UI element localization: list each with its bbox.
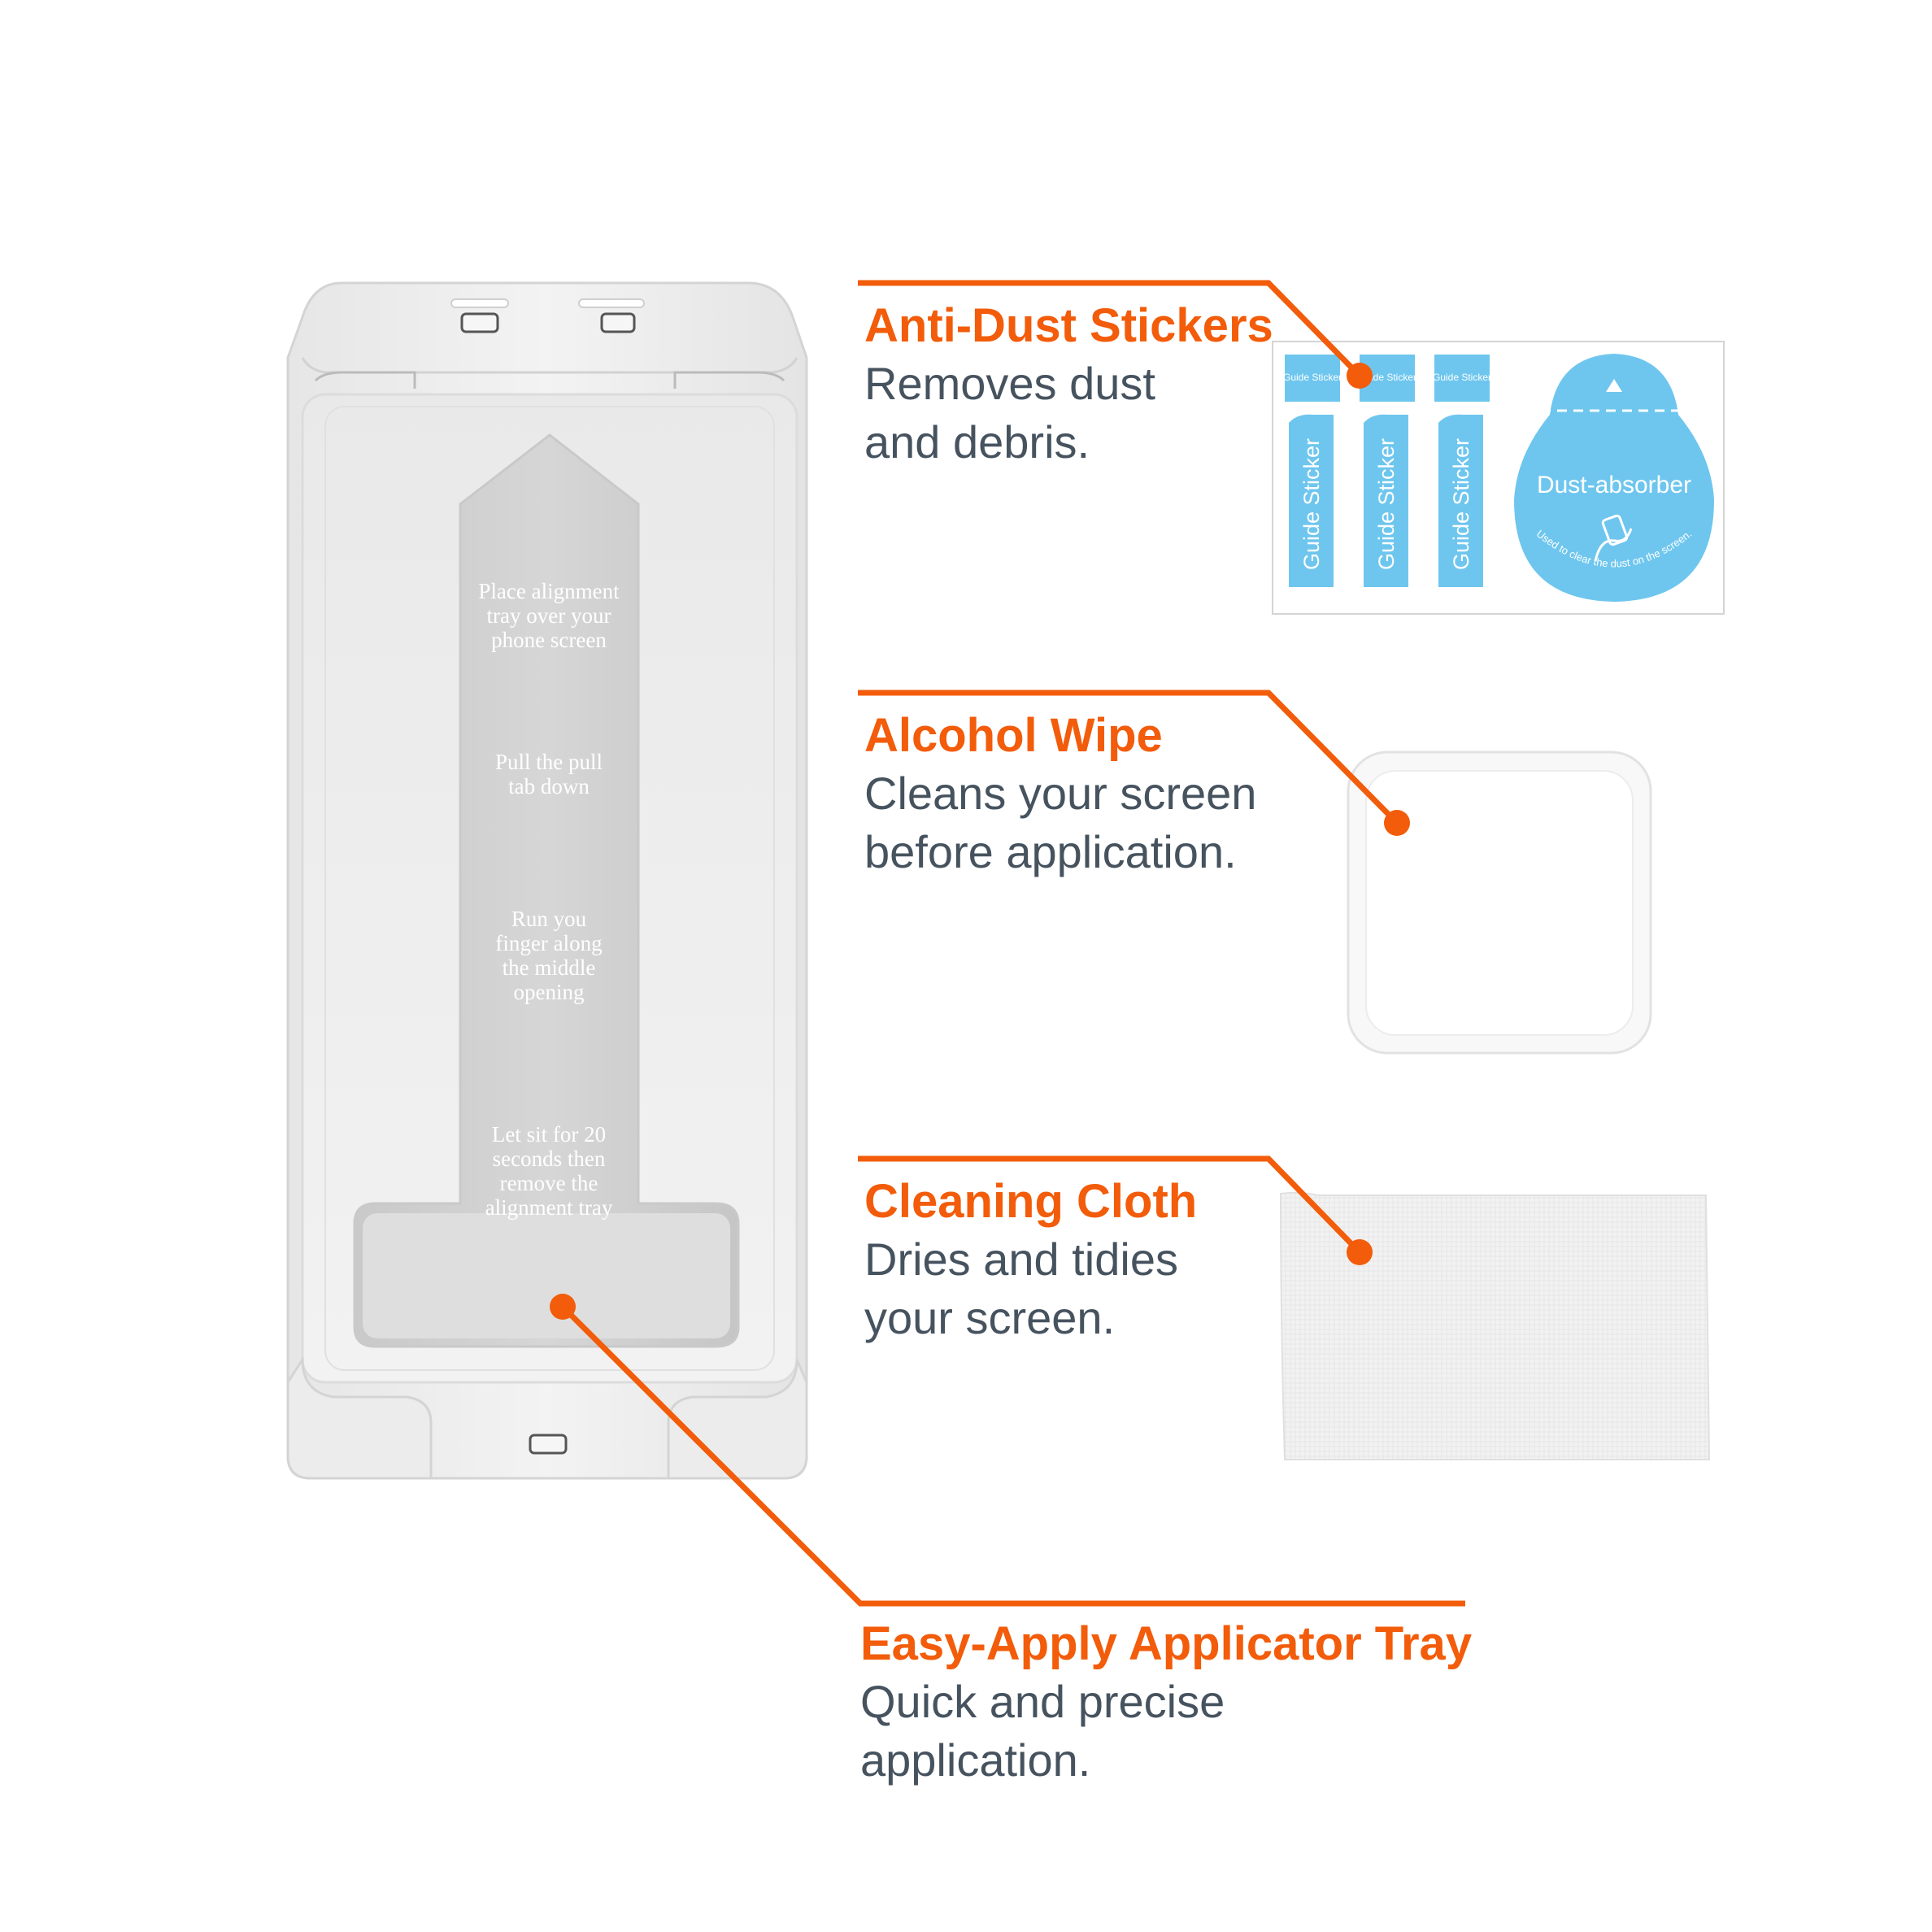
svg-text:Guide Sticker: Guide Sticker — [1283, 372, 1342, 383]
callout-line-anti-dust — [858, 280, 1362, 378]
hand-icon — [1594, 514, 1633, 562]
svg-text:Guide Sticker: Guide Sticker — [1358, 372, 1416, 383]
applicator-tray-desc-line-1: Quick and precise — [860, 1676, 1225, 1727]
callout-dot-anti-dust — [1347, 363, 1373, 389]
applicator-tray-desc-line-2: application. — [860, 1734, 1091, 1786]
svg-text:Guide Sticker: Guide Sticker — [1433, 372, 1491, 383]
callout-dot-alcohol-wipe — [1384, 810, 1410, 836]
svg-text:Guide Sticker: Guide Sticker — [1449, 438, 1473, 570]
callout-dot-applicator-tray — [550, 1294, 576, 1320]
guide-sticker-strip-2: Guide Sticker — [1364, 414, 1408, 587]
anti-dust-stickers-desc-line-1: Removes dust — [864, 358, 1155, 409]
guide-sticker-tab-3: Guide Sticker — [1433, 355, 1491, 402]
alcohol-wipe-desc-line-2: before application. — [864, 826, 1237, 877]
svg-text:Guide Sticker: Guide Sticker — [1374, 438, 1399, 570]
callout-dot-cleaning-cloth — [1347, 1239, 1373, 1265]
callout-line-cleaning-cloth — [858, 1155, 1362, 1255]
dust-absorber-sticker: Dust-absorber Used to clear the dust on … — [1514, 354, 1714, 602]
cleaning-cloth-desc-line-1: Dries and tidies — [864, 1234, 1178, 1285]
svg-text:Guide Sticker: Guide Sticker — [1299, 438, 1324, 570]
triangle-icon — [1606, 379, 1622, 392]
applicator-tray-title: Easy-Apply Applicator Tray — [860, 1617, 1473, 1670]
anti-dust-stickers-title: Anti-Dust Stickers — [864, 299, 1273, 352]
guide-sticker-tab-1: Guide Sticker — [1283, 355, 1342, 402]
alcohol-wipe-title: Alcohol Wipe — [864, 709, 1163, 762]
guide-sticker-strip-1: Guide Sticker — [1289, 414, 1334, 587]
tray-instruction-2: Pull the pull tab down — [494, 750, 603, 798]
guide-sticker-strip-3: Guide Sticker — [1438, 414, 1483, 587]
tray-instruction-4: Let sit for 20 seconds then remove the a… — [485, 1122, 613, 1220]
tray-instruction-3: Run you finger along the middle opening — [495, 907, 603, 1004]
tray-instruction-1: Place alignment tray over your phone scr… — [478, 579, 620, 652]
callout-line-alcohol-wipe — [858, 690, 1399, 825]
svg-text:Dust-absorber: Dust-absorber — [1537, 472, 1691, 498]
cleaning-cloth-title: Cleaning Cloth — [864, 1175, 1198, 1228]
callout-line-applicator-tray — [560, 1304, 1465, 1607]
anti-dust-stickers-desc-line-2: and debris. — [864, 416, 1090, 468]
cleaning-cloth-desc-line-2: your screen. — [864, 1292, 1116, 1343]
alcohol-wipe-desc-line-1: Cleans your screen — [864, 768, 1257, 819]
